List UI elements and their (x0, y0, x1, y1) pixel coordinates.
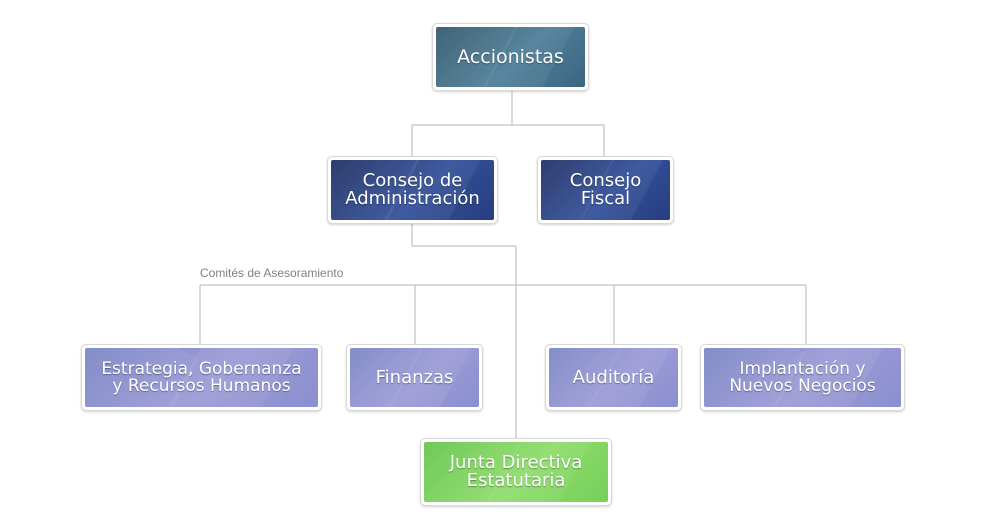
node-label: Auditoría (572, 366, 655, 388)
node-label: Accionistas (457, 45, 564, 68)
committees-caption: Comités de Asesoramiento (200, 266, 344, 280)
node-label: Administración (345, 188, 480, 209)
node-consejo-fiscal[interactable]: Consejo Fiscal (537, 156, 674, 224)
node-accionistas[interactable]: Accionistas (432, 23, 589, 91)
node-label: Estatutaria (466, 470, 566, 491)
node-label: Fiscal (580, 188, 631, 209)
node-label: Finanzas (375, 366, 454, 388)
node-auditoria[interactable]: Auditoría (545, 344, 682, 411)
node-label: Estrategia, Gobernanza (101, 358, 302, 379)
node-label: Consejo (569, 170, 642, 191)
node-estrategia[interactable]: Estrategia, Gobernanza y Recursos Humano… (81, 344, 322, 411)
node-consejo-administracion[interactable]: Consejo de Administración (327, 156, 498, 224)
node-implantacion[interactable]: Implantación y Nuevos Negocios (700, 344, 905, 411)
node-label: Junta Directiva (449, 452, 583, 473)
node-label: Implantación y (739, 358, 866, 379)
node-finanzas[interactable]: Finanzas (346, 344, 483, 411)
node-label: Nuevos Negocios (729, 375, 876, 396)
node-junta-directiva[interactable]: Junta Directiva Estatutaria (420, 438, 612, 506)
node-label: Consejo de (362, 170, 463, 191)
node-label: y Recursos Humanos (112, 375, 291, 396)
